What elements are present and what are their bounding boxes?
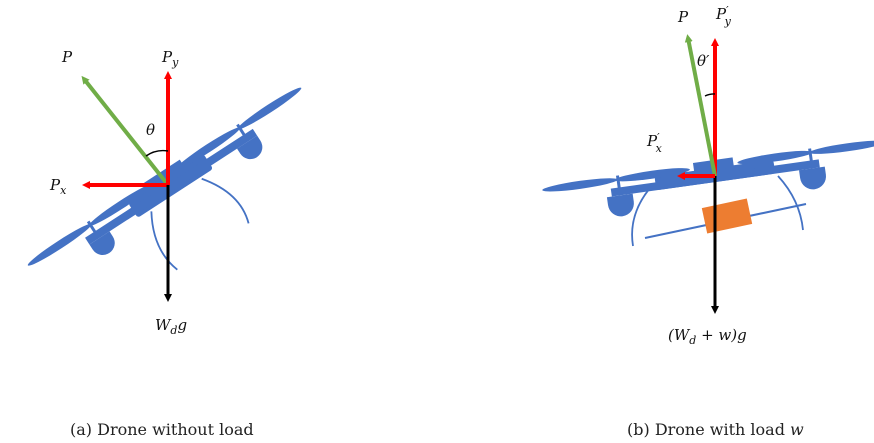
- label-theta: θ: [146, 121, 155, 139]
- lift-vector-P: [684, 34, 717, 177]
- label-Py: Py: [161, 48, 179, 69]
- propeller: [176, 127, 241, 170]
- motor-right: [799, 166, 826, 190]
- label-Py: P′y: [715, 4, 732, 28]
- motor-left: [606, 193, 634, 217]
- label-Px: Px: [49, 176, 67, 197]
- theta-arc: [145, 149, 169, 157]
- propeller: [27, 223, 92, 266]
- propeller: [809, 140, 874, 154]
- motor-left: [89, 231, 115, 255]
- propeller: [237, 87, 302, 130]
- motor-right: [237, 135, 263, 160]
- propeller: [614, 168, 690, 182]
- label-weight: (Wd + w)g: [668, 326, 747, 347]
- label-P: P: [677, 8, 689, 26]
- load-box: [701, 198, 753, 234]
- label-P: P: [61, 48, 73, 66]
- label-Px: P′x: [646, 131, 663, 155]
- label-theta: θ′: [697, 52, 710, 70]
- drone-a: [27, 87, 302, 271]
- propeller: [737, 150, 813, 165]
- lift-vector-P: [81, 75, 170, 187]
- theta-arc: [704, 93, 716, 97]
- panel-a: P Py θ Px Wdg (a) Drone without load: [27, 48, 302, 439]
- landing-gear: [631, 187, 651, 247]
- caption-a: (a) Drone without load: [70, 420, 254, 439]
- propeller: [542, 178, 618, 192]
- caption-b: (b) Drone with load w: [627, 420, 804, 439]
- landing-gear: [150, 211, 178, 271]
- label-weight: Wdg: [155, 316, 187, 337]
- propeller: [88, 183, 153, 226]
- landing-gear: [201, 177, 250, 224]
- panel-b: P P′y θ′ P′x (Wd + w)g (b) Drone with lo…: [542, 4, 874, 439]
- landing-gear: [777, 175, 804, 231]
- drone-arm: [85, 128, 258, 245]
